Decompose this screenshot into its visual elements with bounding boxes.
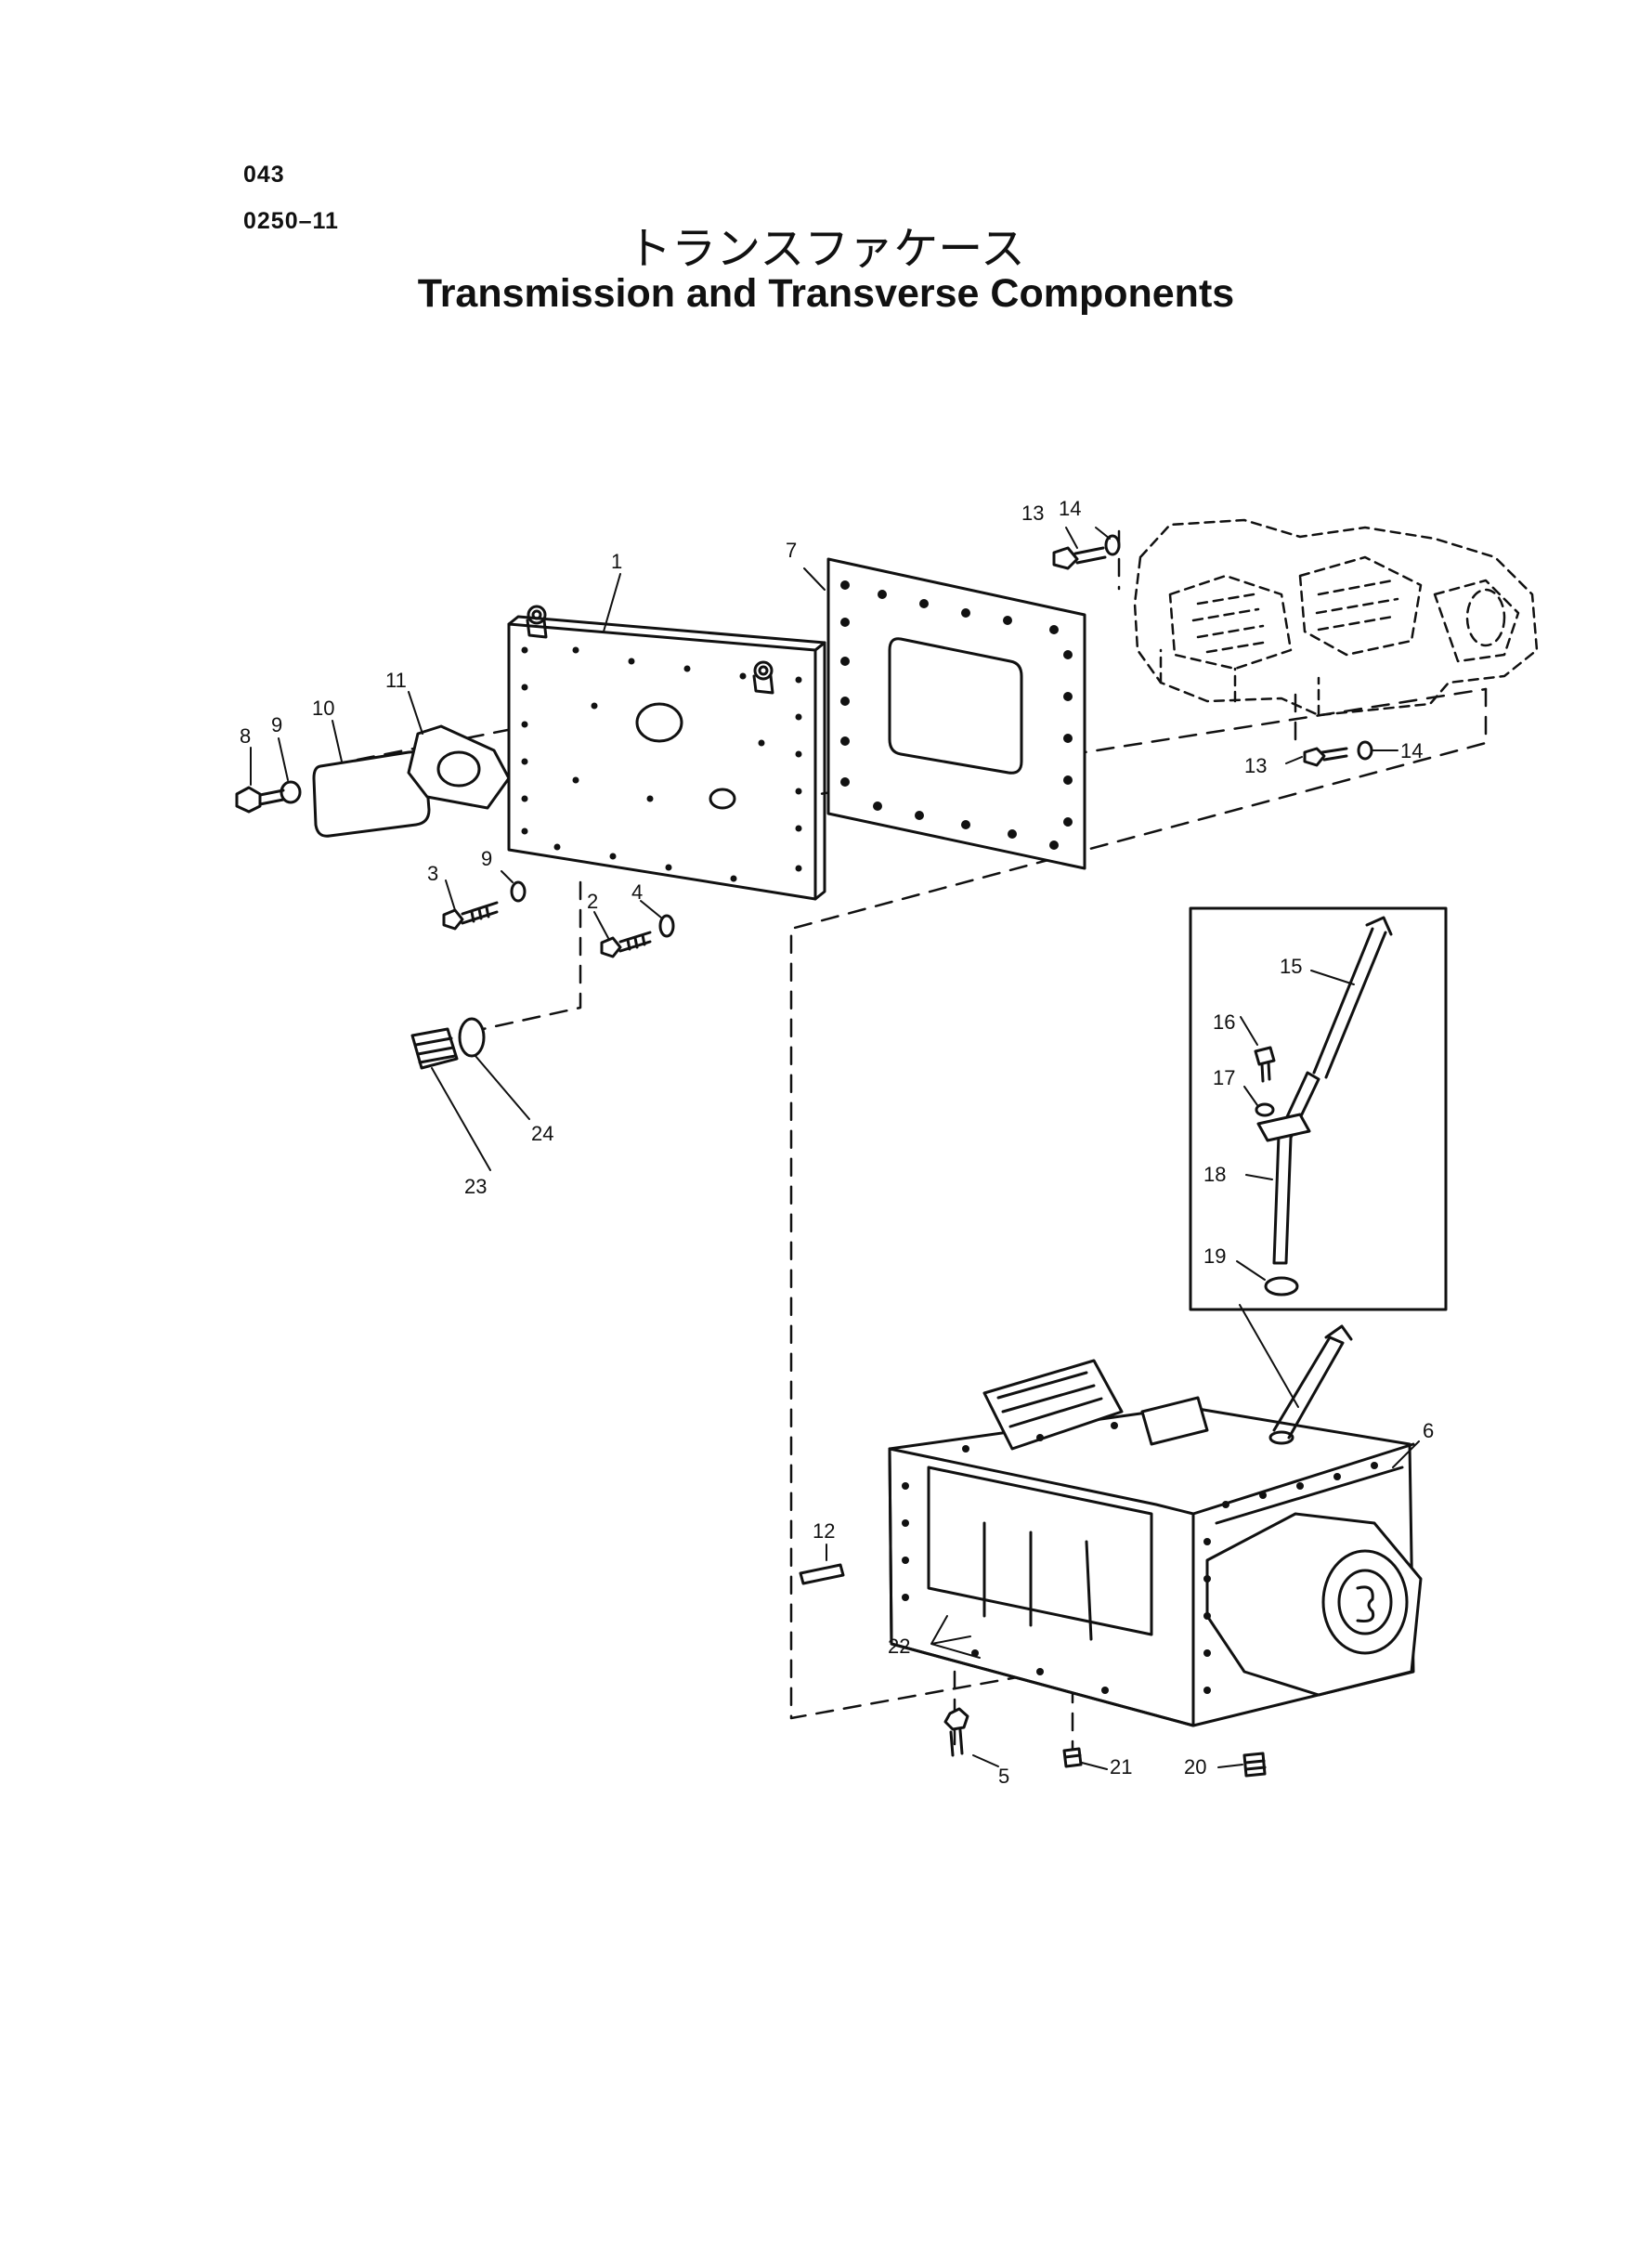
callout-14-upper: 14 (1059, 497, 1081, 520)
callout-21: 21 (1110, 1755, 1132, 1778)
washer-part-9-lower (510, 880, 527, 903)
callout-14-lower: 14 (1400, 739, 1423, 762)
callout-numbers: 1 2 3 4 5 6 7 8 9 9 10 11 12 13 13 14 14… (240, 497, 1434, 1788)
callout-7: 7 (786, 539, 797, 562)
callout-9-upper: 9 (271, 713, 282, 736)
o-ring-part-24 (458, 1017, 486, 1058)
washer-14-lower (1357, 740, 1373, 761)
callout-2: 2 (587, 890, 598, 913)
callout-24: 24 (531, 1122, 553, 1145)
callout-19: 19 (1203, 1244, 1226, 1268)
cover-plate-part-1 (507, 605, 826, 901)
callout-5: 5 (998, 1765, 1009, 1788)
gasket-part-7 (826, 557, 1086, 870)
washer-14-upper (1104, 534, 1121, 556)
callout-12: 12 (813, 1519, 835, 1543)
bolt-part-3 (442, 901, 499, 931)
dipstick-part-15 (1312, 916, 1393, 1079)
page-number: 043 (243, 162, 285, 188)
callout-9-lower: 9 (481, 847, 492, 870)
phantom-engine-outline (1133, 518, 1539, 717)
plug-part-20 (1242, 1752, 1267, 1778)
bolt-part-5 (943, 1707, 969, 1757)
bolt-part-8 (235, 786, 285, 814)
washer-part-4 (658, 914, 675, 938)
callout-13-upper: 13 (1021, 502, 1044, 525)
callout-1: 1 (611, 550, 622, 573)
bolt-part-2 (600, 931, 652, 958)
callout-17: 17 (1213, 1066, 1235, 1089)
callout-3: 3 (427, 862, 438, 885)
bolt-13-lower (1303, 747, 1348, 767)
callout-4: 4 (631, 880, 643, 904)
guide-tube-part-18 (1256, 1071, 1320, 1265)
washer-part-9-left (280, 780, 302, 804)
washer-part-17 (1255, 1102, 1275, 1117)
callout-15: 15 (1280, 955, 1302, 978)
dowel-pin-part-12 (799, 1563, 845, 1585)
title-english: Transmission and Transverse Components (417, 271, 1235, 316)
title-japanese: トランスファケース (627, 223, 1025, 275)
gasket-part-19 (1264, 1276, 1299, 1296)
callout-22: 22 (888, 1635, 910, 1658)
bolt-13-upper (1052, 546, 1107, 570)
callout-10: 10 (312, 697, 334, 720)
callout-8: 8 (240, 724, 251, 748)
callout-16: 16 (1213, 1010, 1235, 1034)
plug-part-21 (1062, 1747, 1083, 1768)
plug-part-23 (410, 1027, 459, 1070)
adapter-flange-part-11 (407, 724, 511, 810)
bolt-part-16 (1254, 1046, 1276, 1083)
callout-13-lower: 13 (1244, 754, 1267, 777)
callout-18: 18 (1203, 1163, 1226, 1186)
callout-leader-lines (250, 527, 1420, 1770)
section-code: 0250–11 (243, 208, 339, 234)
dipstick-inset-frame (1189, 906, 1448, 1311)
callout-20: 20 (1184, 1755, 1206, 1778)
transmission-case-part-6 (888, 1324, 1423, 1727)
callout-6: 6 (1423, 1419, 1434, 1442)
callout-23: 23 (464, 1175, 487, 1198)
callout-11: 11 (385, 669, 407, 692)
